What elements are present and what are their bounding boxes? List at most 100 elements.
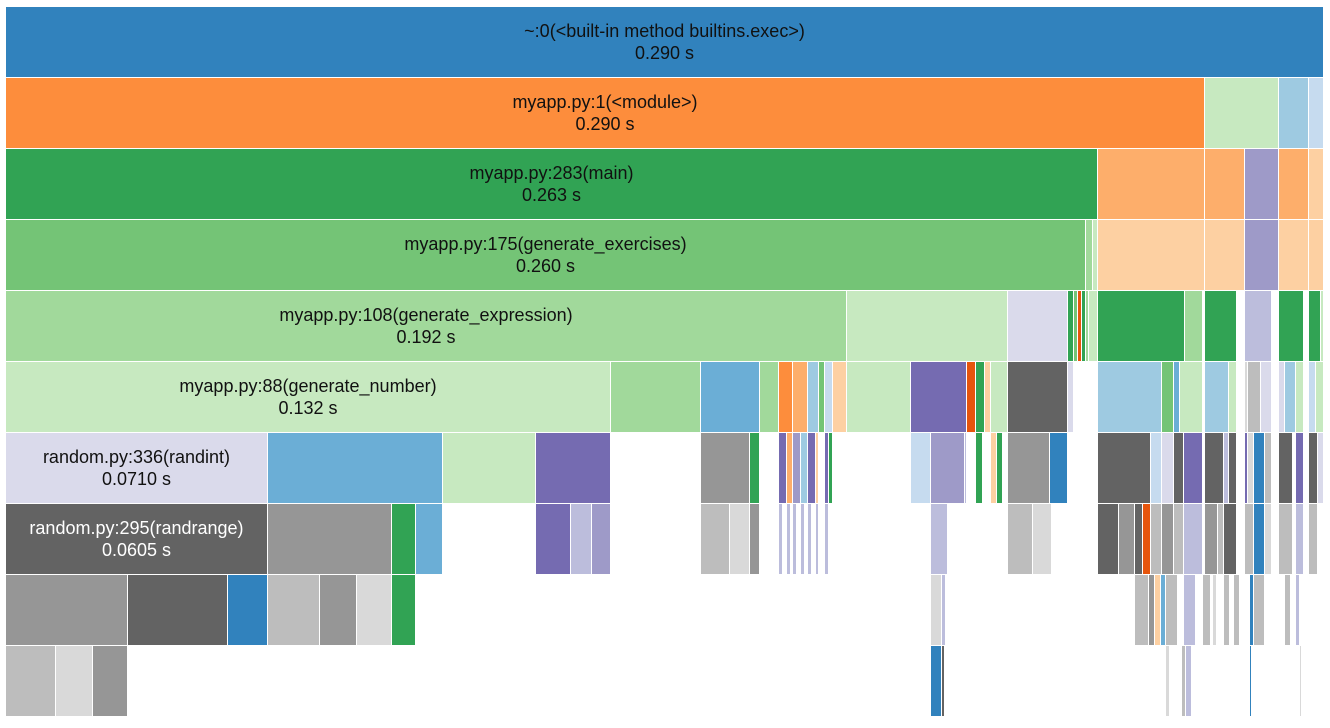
icicle-block-d3b[interactable]: [1093, 220, 1098, 291]
icicle-block-d5e[interactable]: [793, 362, 808, 433]
icicle-block-d5w[interactable]: [1229, 362, 1237, 433]
icicle-block-d8i[interactable]: [942, 575, 946, 646]
icicle-block-d6ag[interactable]: [1265, 433, 1272, 504]
icicle-block-d5t[interactable]: [1174, 362, 1180, 433]
icicle-block-d6x[interactable]: [1162, 433, 1174, 504]
icicle-block-d5u[interactable]: [1180, 362, 1203, 433]
icicle-block-d5k[interactable]: [911, 362, 967, 433]
icicle-block-d5ae[interactable]: [1316, 362, 1324, 433]
icicle-block-d4o[interactable]: [1321, 291, 1324, 362]
icicle-block-d7h[interactable]: [730, 504, 750, 575]
icicle-block-d7ae[interactable]: [1245, 504, 1254, 575]
icicle-block-d7w[interactable]: [1143, 504, 1151, 575]
icicle-block-d7o[interactable]: [816, 504, 819, 575]
icicle-block-d7j[interactable]: [779, 504, 783, 575]
icicle-block-randint[interactable]: random.py:336(randint)0.0710 s: [6, 433, 268, 504]
icicle-block-d4h[interactable]: [1089, 291, 1098, 362]
icicle-block-d7t[interactable]: [1098, 504, 1119, 575]
icicle-block-d9j[interactable]: [1300, 646, 1302, 717]
icicle-block-d4n[interactable]: [1309, 291, 1321, 362]
icicle-block-d5ac[interactable]: [1296, 362, 1304, 433]
icicle-block-d6z[interactable]: [1184, 433, 1203, 504]
icicle-block-gen_num[interactable]: myapp.py:88(generate_number)0.132 s: [6, 362, 611, 433]
icicle-block-d5n[interactable]: [985, 362, 991, 433]
icicle-block-d8p[interactable]: [1203, 575, 1211, 646]
icicle-block-d6s[interactable]: [997, 433, 1003, 504]
icicle-block-d6j[interactable]: [808, 433, 816, 504]
icicle-block-d3f[interactable]: [1279, 220, 1309, 291]
icicle-block-d6l[interactable]: [825, 433, 829, 504]
icicle-block-d5r[interactable]: [1098, 362, 1162, 433]
icicle-block-d4b[interactable]: [1008, 291, 1068, 362]
icicle-block-d6y[interactable]: [1174, 433, 1184, 504]
icicle-block-d1b[interactable]: [1279, 78, 1309, 149]
icicle-block-d8r[interactable]: [1224, 575, 1230, 646]
icicle-block-d7y[interactable]: [1162, 504, 1174, 575]
icicle-block-d4j[interactable]: [1185, 291, 1203, 362]
icicle-block-d5p[interactable]: [1008, 362, 1068, 433]
icicle-block-d6o[interactable]: [931, 433, 965, 504]
icicle-block-d4a[interactable]: [847, 291, 1008, 362]
icicle-block-d8b[interactable]: [128, 575, 228, 646]
icicle-block-d3e[interactable]: [1245, 220, 1279, 291]
icicle-block-d6w[interactable]: [1151, 433, 1162, 504]
icicle-block-d3g[interactable]: [1309, 220, 1324, 291]
icicle-block-d6d[interactable]: [701, 433, 750, 504]
icicle-block-d7g[interactable]: [701, 504, 730, 575]
icicle-block-d7b[interactable]: [392, 504, 416, 575]
icicle-block-d9g[interactable]: [1182, 646, 1186, 717]
icicle-block-d5z[interactable]: [1261, 362, 1272, 433]
icicle-block-d9h[interactable]: [1186, 646, 1192, 717]
icicle-block-d4f[interactable]: [1082, 291, 1086, 362]
icicle-block-d5v[interactable]: [1205, 362, 1229, 433]
icicle-block-d7ad[interactable]: [1224, 504, 1237, 575]
icicle-block-d7f[interactable]: [592, 504, 611, 575]
icicle-block-d4k[interactable]: [1205, 291, 1237, 362]
icicle-block-d8q[interactable]: [1213, 575, 1217, 646]
icicle-block-d5i[interactable]: [833, 362, 847, 433]
icicle-block-d7x[interactable]: [1151, 504, 1162, 575]
icicle-block-d8g[interactable]: [392, 575, 416, 646]
icicle-block-d5l[interactable]: [967, 362, 976, 433]
icicle-block-d6ae[interactable]: [1248, 433, 1254, 504]
icicle-block-d7v[interactable]: [1135, 504, 1143, 575]
icicle-block-d7s[interactable]: [1033, 504, 1052, 575]
icicle-block-d9i[interactable]: [1250, 646, 1252, 717]
icicle-block-d6aj[interactable]: [1309, 433, 1318, 504]
icicle-block-d8a[interactable]: [6, 575, 128, 646]
icicle-block-d6c[interactable]: [536, 433, 611, 504]
icicle-block-d5f[interactable]: [808, 362, 819, 433]
icicle-block-d6b[interactable]: [443, 433, 536, 504]
icicle-block-d7ai[interactable]: [1296, 504, 1304, 575]
icicle-block-d8h[interactable]: [931, 575, 942, 646]
icicle-block-d3c[interactable]: [1098, 220, 1205, 291]
icicle-block-d2b[interactable]: [1205, 149, 1245, 220]
icicle-block-d4c[interactable]: [1068, 291, 1074, 362]
icicle-block-d8c[interactable]: [228, 575, 268, 646]
icicle-block-d7d[interactable]: [536, 504, 571, 575]
icicle-block-d6f[interactable]: [779, 433, 787, 504]
icicle-block-d8e[interactable]: [320, 575, 357, 646]
icicle-block-d6k[interactable]: [816, 433, 819, 504]
icicle-block-d6m[interactable]: [829, 433, 833, 504]
icicle-block-d6af[interactable]: [1254, 433, 1265, 504]
icicle-block-d7aa[interactable]: [1184, 504, 1203, 575]
icicle-block-d9b[interactable]: [56, 646, 93, 717]
icicle-block-d6g[interactable]: [787, 433, 793, 504]
icicle-block-gen_expr[interactable]: myapp.py:108(generate_expression)0.192 s: [6, 291, 847, 362]
icicle-block-d9a[interactable]: [6, 646, 56, 717]
icicle-block-d8m[interactable]: [1161, 575, 1166, 646]
icicle-block-d6r[interactable]: [991, 433, 997, 504]
icicle-block-gen_ex[interactable]: myapp.py:175(generate_exercises)0.260 s: [6, 220, 1086, 291]
icicle-block-d8n[interactable]: [1166, 575, 1178, 646]
icicle-block-d8w[interactable]: [1296, 575, 1300, 646]
icicle-block-d7z[interactable]: [1174, 504, 1184, 575]
icicle-block-d6a[interactable]: [268, 433, 443, 504]
icicle-block-d4d[interactable]: [1074, 291, 1078, 362]
icicle-block-d9f[interactable]: [1166, 646, 1170, 717]
icicle-block-d5s[interactable]: [1162, 362, 1174, 433]
icicle-block-d8d[interactable]: [268, 575, 320, 646]
icicle-block-d8f[interactable]: [357, 575, 392, 646]
icicle-block-d6h[interactable]: [793, 433, 801, 504]
icicle-block-d4i[interactable]: [1098, 291, 1185, 362]
